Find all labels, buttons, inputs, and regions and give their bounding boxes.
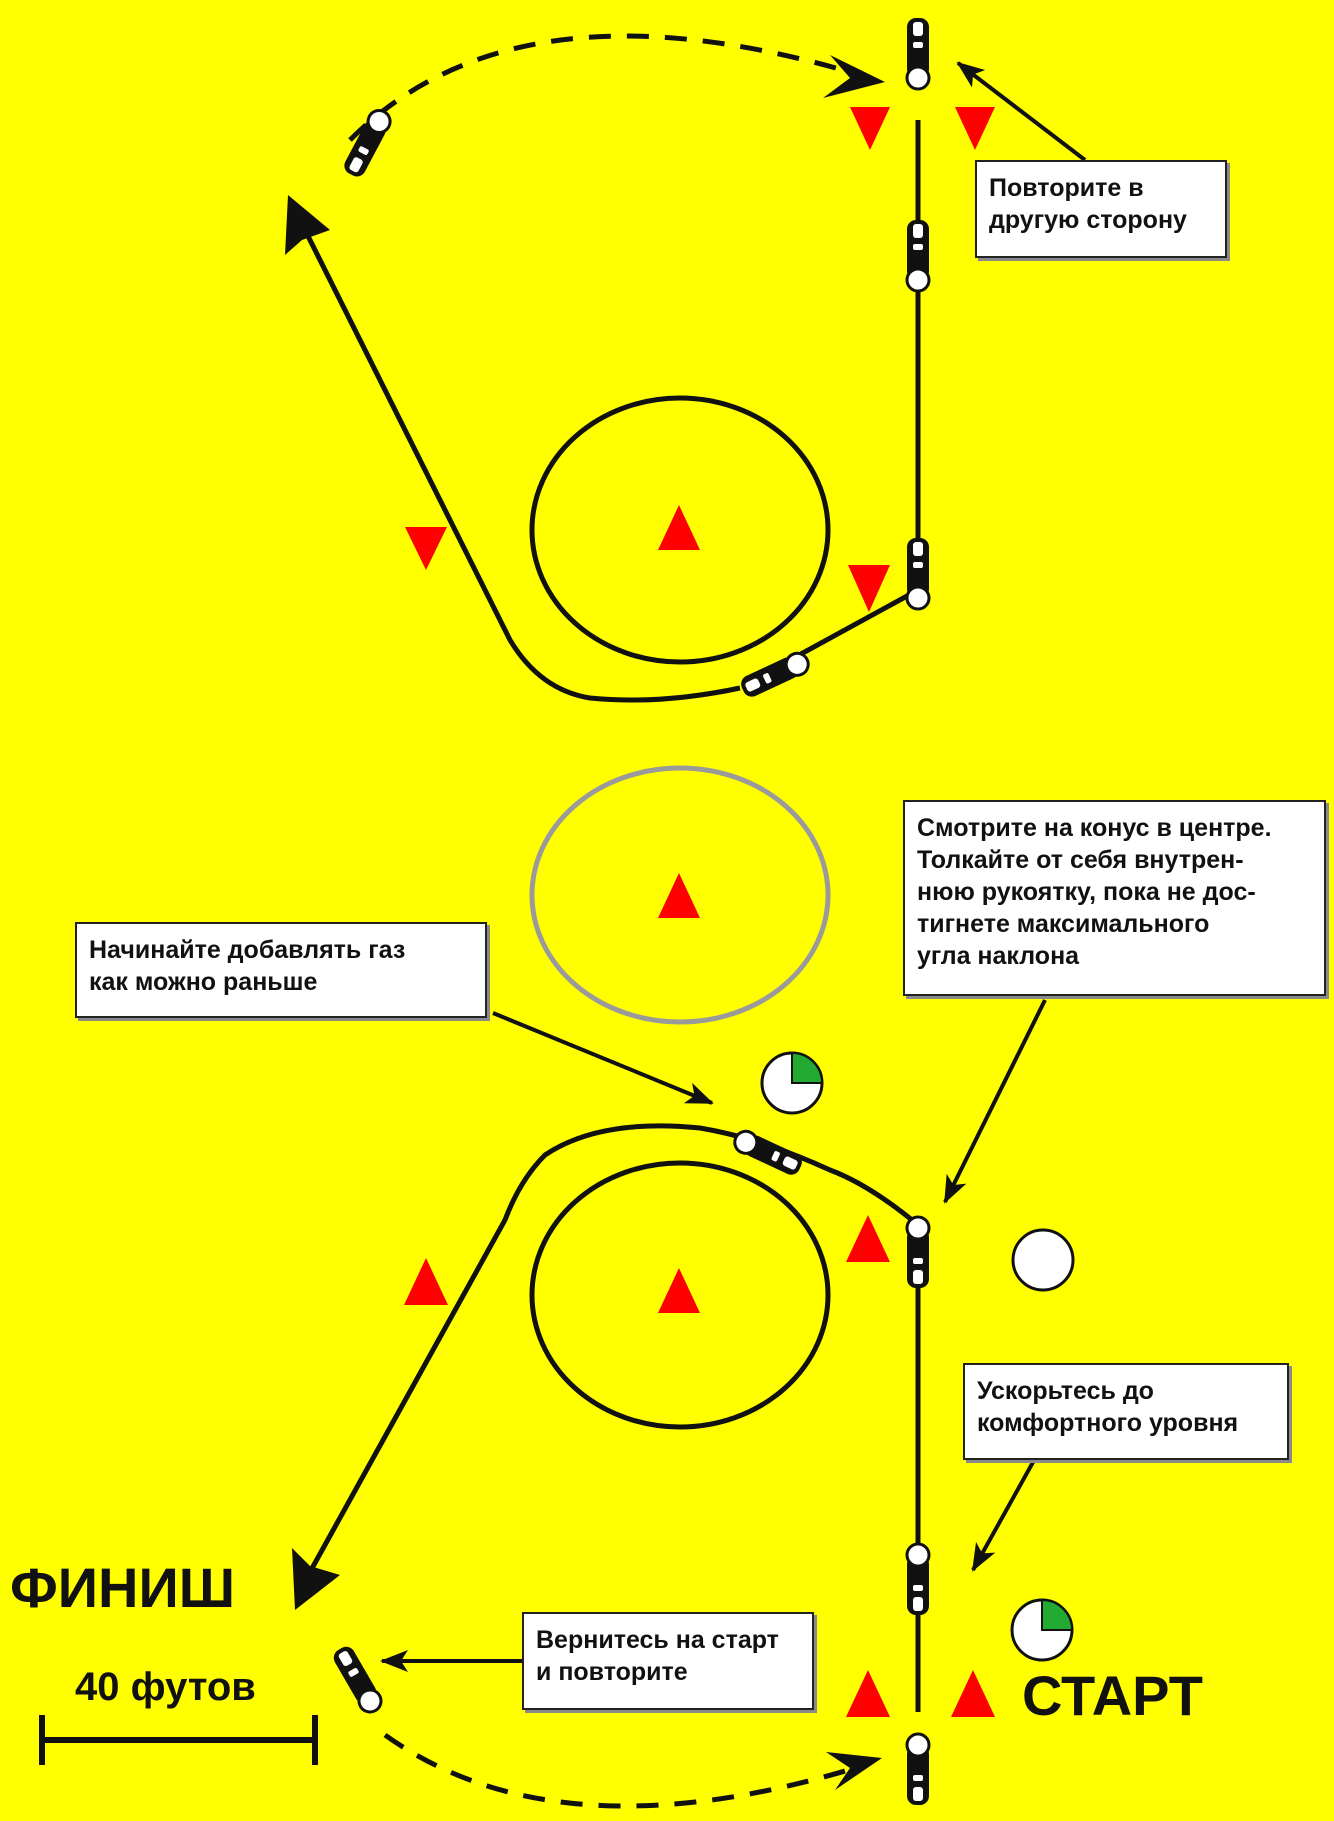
cone-icon bbox=[955, 107, 995, 150]
start-label: СТАРТ bbox=[1022, 1664, 1203, 1727]
scale-label: 40 футов bbox=[75, 1665, 256, 1709]
cones bbox=[404, 107, 995, 1717]
turn-circle-bottom bbox=[529, 1160, 831, 1430]
motorcycle-icon bbox=[905, 1732, 931, 1807]
timer-icon bbox=[760, 1051, 824, 1115]
cone-icon bbox=[404, 1258, 448, 1305]
motorcycle-icon bbox=[905, 1542, 931, 1617]
dashed-return-path-bottom bbox=[383, 1732, 866, 1809]
cone-icon bbox=[846, 1215, 890, 1262]
marker-circle-icon bbox=[1011, 1228, 1075, 1292]
arrow-icon bbox=[826, 1752, 882, 1790]
scale-bar bbox=[39, 1715, 318, 1765]
motorcycle-icon bbox=[736, 648, 814, 702]
finish-label: ФИНИШ bbox=[10, 1556, 236, 1619]
timer-icon bbox=[1010, 1598, 1074, 1662]
callout-repeat-other-side: Повторите в другую сторону bbox=[975, 160, 1227, 258]
cone-icon bbox=[658, 1268, 700, 1313]
path-line-top-diagonal bbox=[788, 587, 920, 663]
motorcycle-icon bbox=[328, 1642, 387, 1718]
reference-circle bbox=[529, 765, 831, 1025]
path-exit-top bbox=[292, 208, 741, 703]
cone-icon bbox=[405, 527, 447, 570]
motorcycle-icon bbox=[905, 218, 931, 293]
motorcycle-icon bbox=[729, 1126, 807, 1180]
cone-icon bbox=[658, 505, 700, 550]
motorcycle-icon bbox=[905, 1215, 931, 1290]
cone-icon bbox=[850, 107, 890, 150]
cone-icon bbox=[951, 1670, 995, 1717]
callout-accelerate: Ускорьтесь до комфортного уровня bbox=[963, 1363, 1289, 1460]
arrow-icon bbox=[823, 55, 885, 98]
callout-look-at-cone: Смотрите на конус в центре. Толкайте от … bbox=[903, 800, 1326, 996]
motorcycle-icon bbox=[905, 536, 931, 611]
dashed-return-path-top bbox=[348, 33, 871, 142]
callout-return-to-start: Вернитесь на старт и повторите bbox=[522, 1612, 814, 1710]
arrow-icon bbox=[292, 1548, 340, 1610]
cone-icon bbox=[658, 873, 700, 918]
turn-circle-top bbox=[529, 395, 831, 665]
path-entry-bottom bbox=[297, 1123, 920, 1592]
cone-icon bbox=[848, 565, 890, 612]
callout-start-throttle: Начинайте добавлять газ как можно раньше bbox=[75, 922, 487, 1018]
arrow-icon bbox=[285, 195, 330, 255]
motorcycle-icon bbox=[905, 16, 931, 91]
motorcycle-icon bbox=[339, 105, 396, 182]
cone-icon bbox=[846, 1670, 890, 1717]
